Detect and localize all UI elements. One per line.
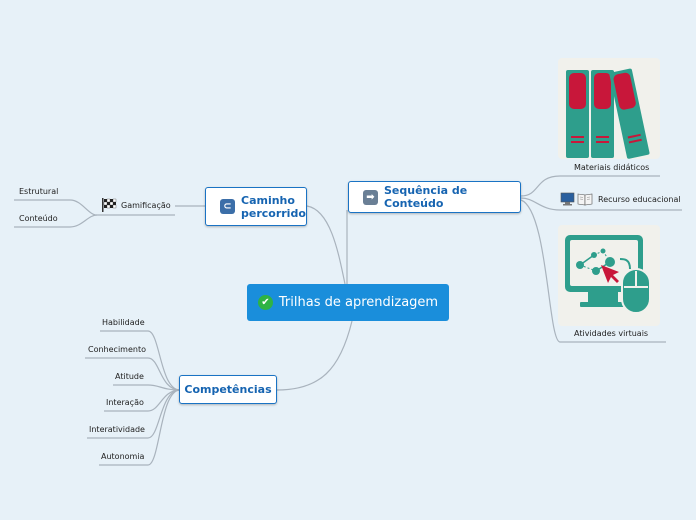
topic-conhecimento[interactable]: Conhecimento <box>88 345 146 354</box>
topic-recurso-educacional[interactable]: Recurso educacional <box>560 192 681 206</box>
link-sequencia-recurso <box>520 197 682 211</box>
link-comp-conhecimento <box>85 357 181 391</box>
topic-atividades-virtuais[interactable]: Atividades virtuais <box>574 329 649 338</box>
link-comp-interatividade <box>87 389 181 439</box>
topic-estrutural[interactable]: Estrutural <box>19 187 59 196</box>
topic-autonomia[interactable]: Autonomia <box>101 452 145 461</box>
link-sequencia-atividades <box>520 199 666 343</box>
u-turn-arrow-icon: ⊂ <box>220 199 235 214</box>
branch-caminho-label: Caminho percorrido <box>241 194 306 220</box>
topic-conteudo[interactable]: Conteúdo <box>19 214 58 223</box>
central-topic-label: Trilhas de aprendizagem <box>278 295 439 310</box>
caminho-label-line1: Caminho <box>241 193 295 207</box>
link-sequencia-materiais <box>520 175 660 197</box>
topic-habilidade[interactable]: Habilidade <box>102 318 145 327</box>
check-circle-icon: ✔ <box>257 295 273 310</box>
branch-sequencia-label: Sequência de Conteúdo <box>384 184 468 210</box>
link-comp-autonomia <box>99 389 181 466</box>
branch-competencias[interactable]: Competências <box>179 375 277 404</box>
checkered-flag-icon <box>102 198 117 212</box>
branch-sequencia-conteudo[interactable]: ➡ Sequência de Conteúdo <box>348 181 521 213</box>
materiais-didaticos-image <box>558 58 660 159</box>
arrow-right-icon: ➡ <box>363 189 378 205</box>
topic-materiais-didaticos[interactable]: Materiais didáticos <box>574 163 650 172</box>
link-central-caminho <box>306 205 346 285</box>
central-topic[interactable]: ✔ Trilhas de aprendizagem <box>247 284 449 321</box>
branch-caminho-percorrido[interactable]: ⊂ Caminho percorrido <box>205 187 307 226</box>
link-comp-atitude <box>113 384 181 391</box>
topic-interatividade[interactable]: Interatividade <box>89 425 145 434</box>
topic-interacao[interactable]: Interação <box>106 398 144 407</box>
binders-icon <box>566 68 650 159</box>
monitor-book-icon <box>560 192 593 206</box>
branch-competencias-label: Competências <box>184 383 272 396</box>
monitor-mouse-icon <box>565 235 651 314</box>
recurso-educacional-label: Recurso educacional <box>598 194 681 204</box>
topic-atitude[interactable]: Atitude <box>115 372 144 381</box>
link-gamificacao-conteudo <box>14 214 98 228</box>
gamificacao-label: Gamificação <box>121 200 171 210</box>
atividades-virtuais-image <box>558 225 660 326</box>
link-gamificacao-estrutural <box>14 199 98 216</box>
link-comp-habilidade <box>100 330 181 391</box>
topic-gamificacao[interactable]: Gamificação <box>101 198 171 212</box>
caminho-label-line2: percorrido <box>241 206 306 220</box>
link-central-competencias <box>276 320 353 391</box>
